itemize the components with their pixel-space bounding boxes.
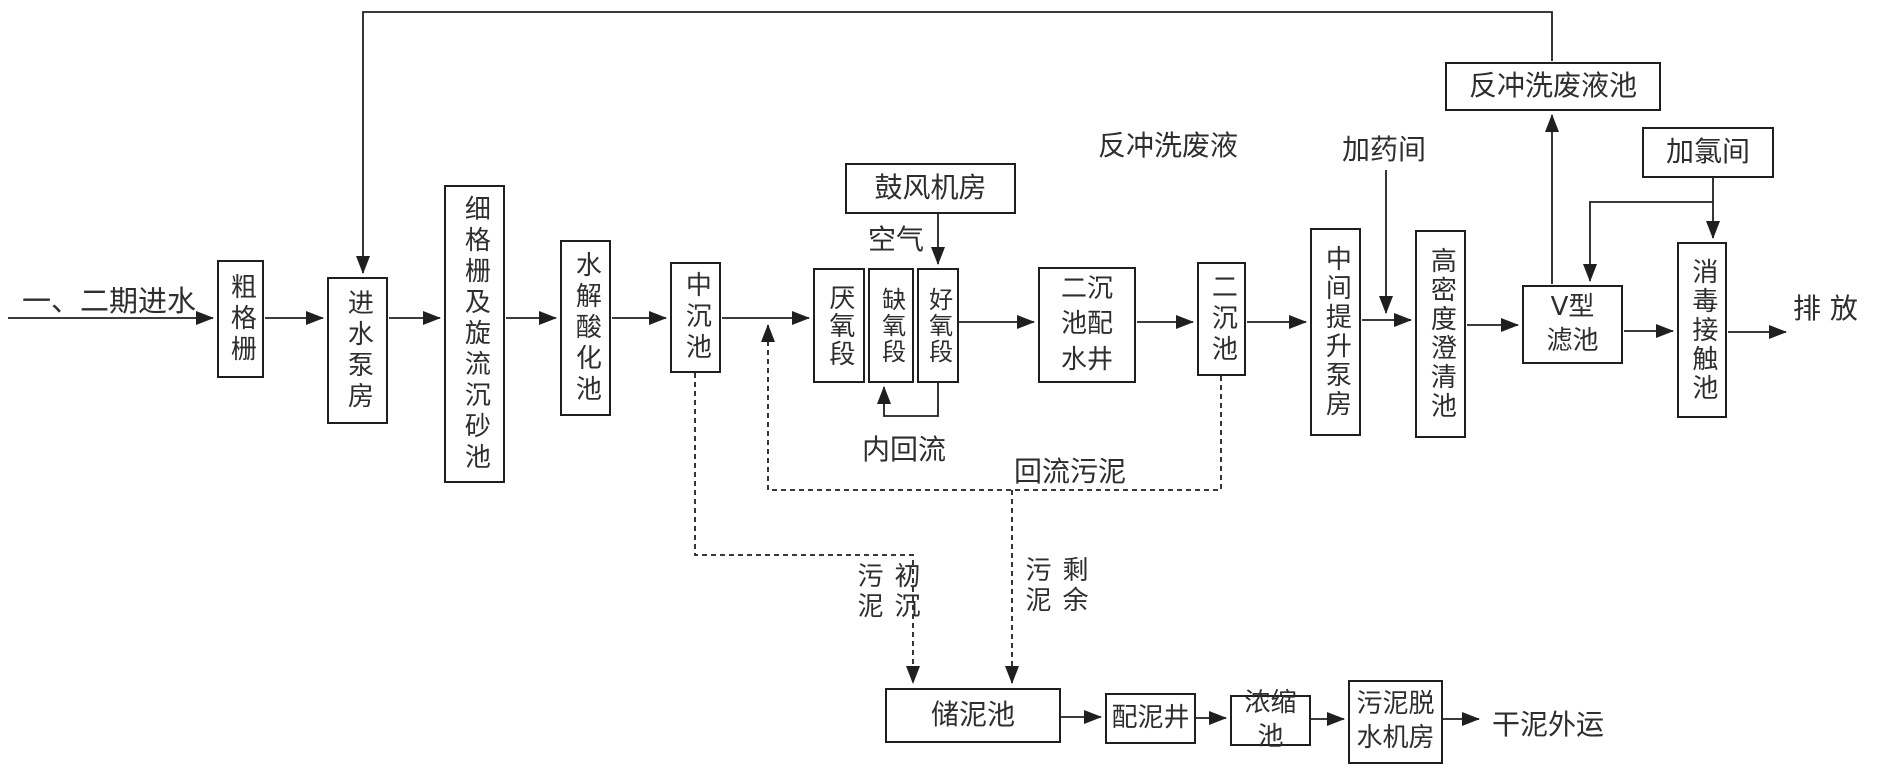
backwash-liquid-label: 反冲洗废液 [1098, 129, 1239, 162]
influent-label: 一、二期进水 [22, 284, 197, 318]
high-density-clarifier-box: 高密度澄清池 [1415, 230, 1466, 438]
chlorination-room-box: 加氯间 [1642, 127, 1774, 178]
discharge-label: 排 放 [1793, 292, 1858, 325]
aerobic-stage-box: 好氧段 [917, 268, 959, 383]
anoxic-stage-box: 缺氧段 [868, 268, 914, 383]
primary-sludge-line [694, 373, 920, 684]
intermediate-sed-tank-box: 中沉池 [670, 262, 721, 373]
anaerobic-stage-box: 厌氧段 [813, 268, 865, 383]
sludge-dist-well-box: 配泥井 [1105, 693, 1196, 744]
hydrolysis-tank-box: 水解酸化池 [560, 240, 611, 416]
internal-recycle-line [877, 383, 939, 417]
secondary-dist-well-box: 二沉 池配 水井 [1038, 267, 1136, 383]
disinfection-contact-tank-box: 消毒接触池 [1677, 242, 1727, 418]
return-sludge-line [761, 324, 1222, 491]
thickener-tank-box: 浓缩池 [1230, 688, 1311, 752]
dewatering-room-box: 污泥脱 水机房 [1348, 680, 1443, 764]
secondary-sed-tank-box: 二沉池 [1197, 262, 1246, 376]
backwash-tank-box: 反冲洗废液池 [1445, 62, 1661, 111]
dosing-room-label: 加药间 [1342, 133, 1427, 166]
sludge-storage-tank-box: 储泥池 [885, 688, 1061, 743]
v-type-filter-box: V型 滤池 [1522, 285, 1623, 364]
internal-recycle-label: 内回流 [862, 433, 947, 466]
fine-screen-grit-box: 细格栅及旋流沉砂池 [444, 185, 505, 483]
return-sludge-label: 回流污泥 [1014, 455, 1127, 488]
primary-sludge-label: 初沉 污泥 [853, 562, 920, 622]
blower-room-box: 鼓风机房 [845, 163, 1016, 214]
air-label: 空气 [868, 223, 925, 256]
intermediate-pump-station-box: 中间提升泵房 [1310, 228, 1361, 436]
chlorine-to-vfilter-line [1583, 201, 1713, 282]
dried-sludge-out-label: 干泥外运 [1492, 708, 1605, 741]
excess-sludge-label: 剩余 污泥 [1021, 556, 1088, 616]
inlet-pump-station-box: 进水泵房 [327, 277, 388, 424]
coarse-screen-box: 粗格栅 [217, 260, 264, 378]
backwash-return-top-line [356, 11, 1553, 274]
